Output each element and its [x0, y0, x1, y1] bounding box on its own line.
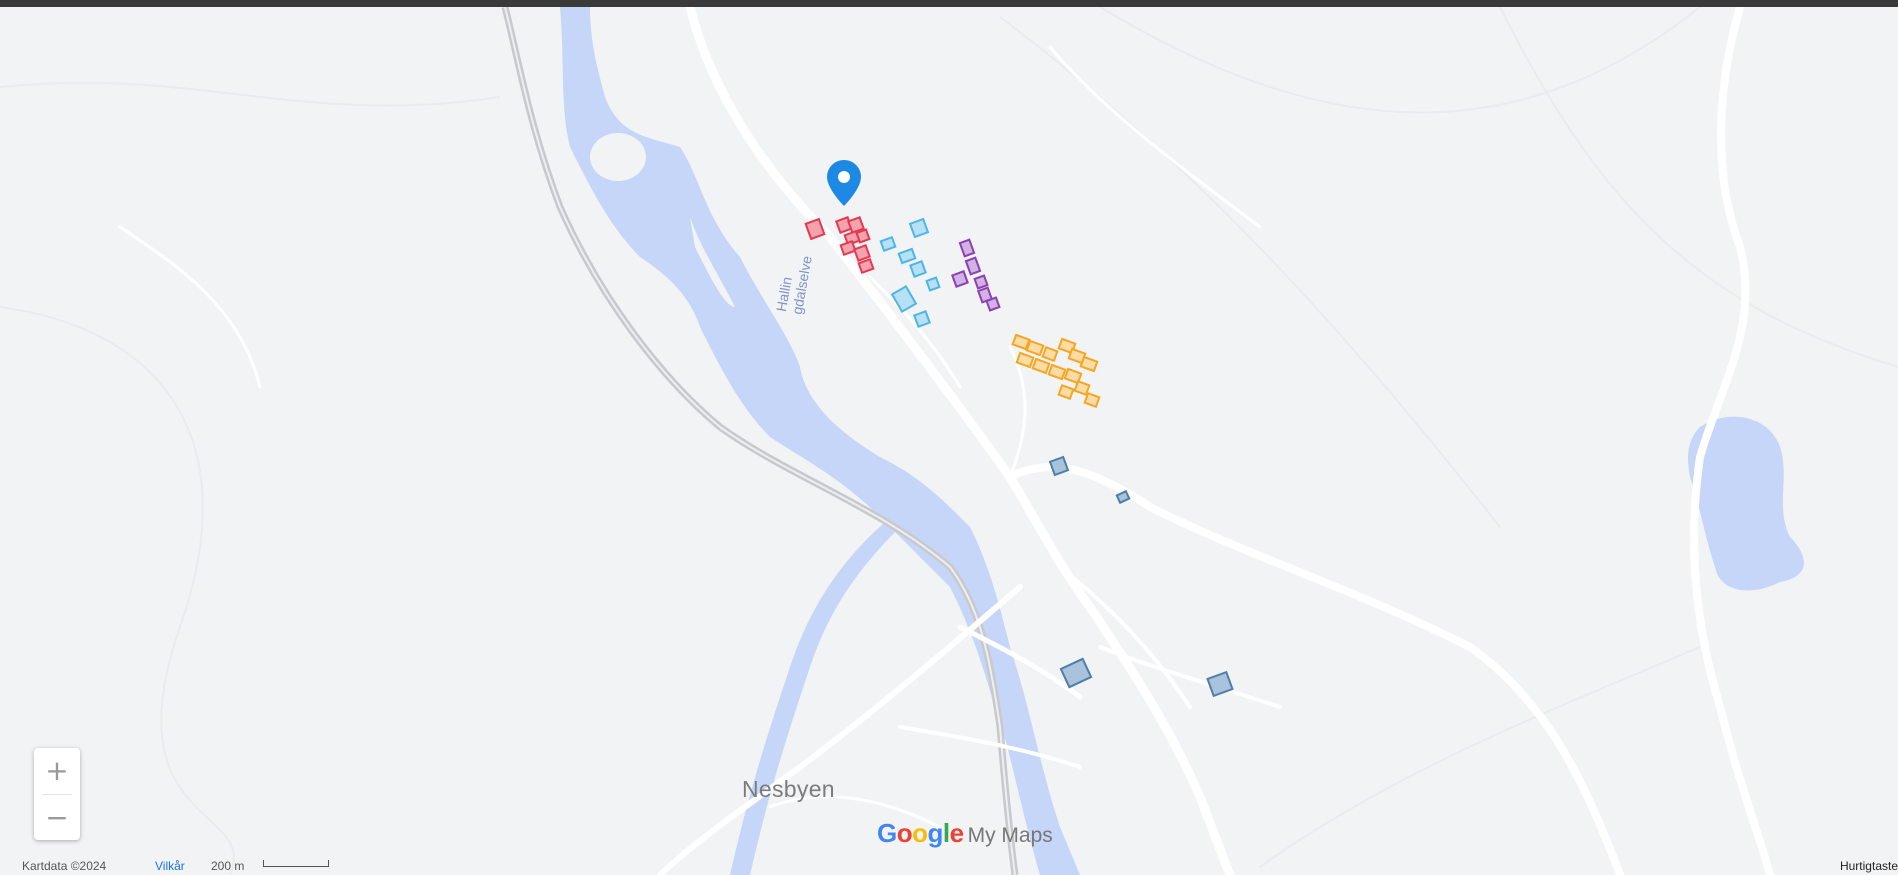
zoom-divider [42, 794, 72, 795]
land-area [0, 7, 1898, 875]
map-attribution-bar: Kartdata ©2024 Vilkår 200 m Hurtigtaste [0, 855, 1898, 875]
scale-bar [263, 860, 329, 867]
place-label-nesbyen: Nesbyen [742, 776, 835, 802]
river-hallingdalselve [560, 7, 1080, 875]
map-pin-icon[interactable] [827, 160, 861, 206]
polygon-group-orange[interactable] [1011, 333, 1101, 409]
zoom-controls: + − [34, 748, 80, 840]
top-toolbar-strip [0, 0, 1898, 7]
river-island [590, 133, 646, 181]
map-svg [0, 7, 1898, 875]
roads [118, 7, 1774, 875]
scale-label: 200 m [211, 859, 245, 873]
river-tributary [730, 522, 900, 875]
polygon-group-steelblue[interactable] [1048, 455, 1234, 698]
railway-inner [504, 7, 1016, 875]
map-canvas[interactable] [0, 7, 1898, 875]
polygon-group-lightblue[interactable] [879, 217, 941, 328]
brand-product-name: My Maps [967, 824, 1053, 847]
terms-link[interactable]: Vilkår [155, 859, 185, 873]
map-data-attribution: Kartdata ©2024 [22, 859, 107, 873]
polygon-group-red[interactable] [804, 216, 875, 275]
zoom-in-button[interactable]: + [34, 748, 80, 794]
keyboard-shortcuts-link[interactable]: Hurtigtaste [1839, 859, 1898, 873]
polygon-group-purple[interactable] [951, 238, 1001, 312]
zoom-out-button[interactable]: − [34, 795, 80, 841]
lake-east [1688, 416, 1804, 591]
